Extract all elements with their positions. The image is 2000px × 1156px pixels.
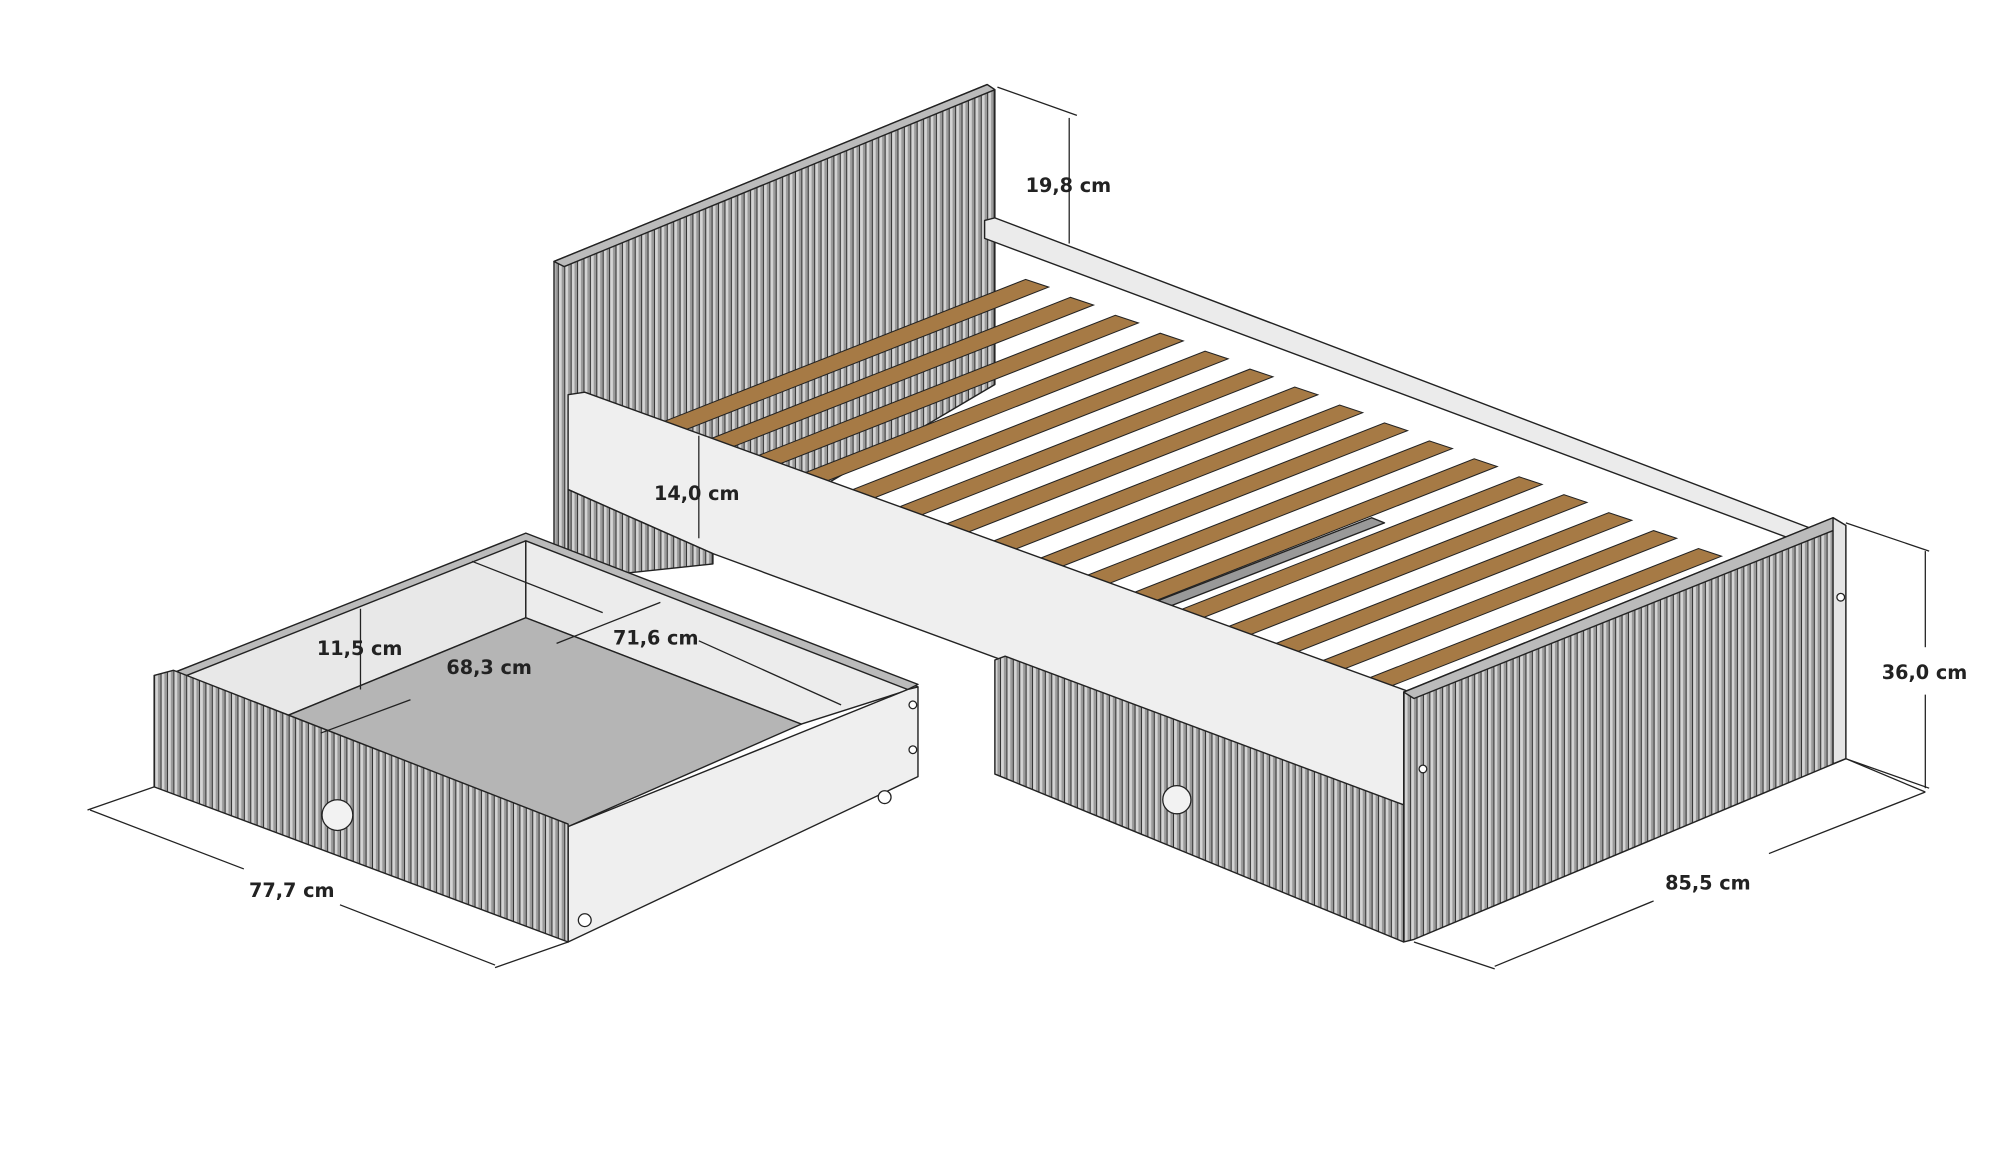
footboard [1402, 517, 1847, 943]
drawer-knob [1162, 784, 1192, 815]
caster-wheel [577, 913, 592, 928]
dim-drawer-inner-height: 11,5 cm [317, 637, 403, 660]
pulled-out-drawer [153, 532, 919, 943]
dim-bed-width: 85,5 cm [1665, 871, 1751, 894]
caster-wheel [877, 790, 892, 805]
dim-drawer-inner-width: 68,3 cm [446, 656, 532, 679]
slats [659, 278, 1724, 707]
dimension-lines [87, 86, 1930, 970]
dim-side-rail-height: 14,0 cm [654, 482, 740, 505]
drawer-knob [321, 799, 354, 832]
dim-drawer-width: 77,7 cm [249, 879, 335, 902]
dim-drawer-outer-depth: 71,6 cm [613, 627, 699, 650]
dim-headboard-above-rail: 19,8 cm [1026, 174, 1112, 197]
dim-bed-height: 36,0 cm [1882, 661, 1968, 684]
